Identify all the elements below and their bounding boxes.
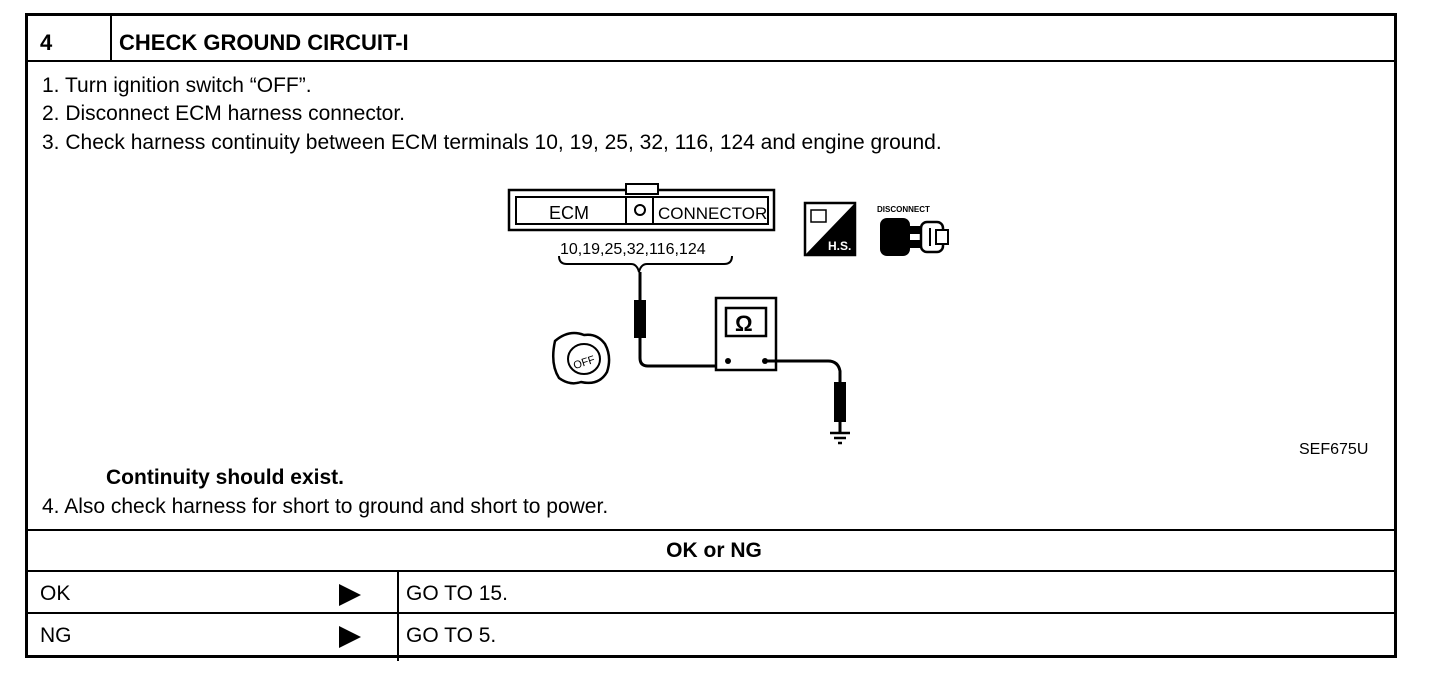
step-number: 4 — [40, 30, 53, 55]
status-ok: OK — [40, 582, 71, 605]
header-divider — [110, 16, 112, 60]
ohm-symbol: Ω — [735, 311, 753, 336]
header-rule — [28, 60, 1394, 62]
hs-icon: H.S. — [803, 201, 857, 257]
connector-label: CONNECTOR — [658, 204, 767, 223]
ohmmeter-icon: Ω — [714, 296, 778, 372]
instruction-4: 4. Also check harness for short to groun… — [42, 495, 609, 518]
instruction-3: 3. Check harness continuity between ECM … — [42, 131, 942, 154]
figure-code: SEF675U — [1299, 441, 1368, 458]
result-header: OK or NG — [666, 539, 762, 562]
ground-symbol — [830, 431, 850, 445]
instruction-1: 1. Turn ignition switch “OFF”. — [42, 74, 312, 97]
terminal-brace — [558, 255, 733, 273]
continuity-expectation: Continuity should exist. — [106, 466, 345, 489]
hs-label: H.S. — [828, 239, 851, 253]
disconnect-icon: DISCONNECT — [877, 205, 949, 256]
procedure-table: 4 CHECK GROUND CIRCUIT-I 1. Turn ignitio… — [25, 13, 1397, 661]
ignition-key-icon: OFF — [551, 331, 611, 385]
body-rule — [28, 529, 1394, 531]
test-probe — [634, 272, 728, 368]
terminal-list: 10,19,25,32,116,124 — [560, 241, 706, 258]
circuit-diagram: ECM CONNECTOR 10,19,25,32,116,124 Ω — [507, 183, 1368, 458]
action-ok: GO TO 15. — [406, 582, 508, 605]
row-rule — [28, 612, 1394, 614]
disconnect-label: DISCONNECT — [877, 205, 930, 214]
result-column-divider — [397, 570, 399, 661]
ecm-connector: ECM CONNECTOR — [507, 183, 776, 232]
action-ng: GO TO 5. — [406, 624, 497, 647]
instruction-2: 2. Disconnect ECM harness connector. — [42, 102, 406, 125]
result-header-rule — [28, 570, 1394, 572]
step-title: CHECK GROUND CIRCUIT-I — [119, 30, 409, 55]
ground-lead — [765, 359, 846, 432]
arrow-right-icon — [339, 584, 361, 606]
arrow-right-icon — [339, 626, 361, 648]
status-ng: NG — [40, 624, 72, 647]
ecm-label: ECM — [549, 203, 589, 223]
